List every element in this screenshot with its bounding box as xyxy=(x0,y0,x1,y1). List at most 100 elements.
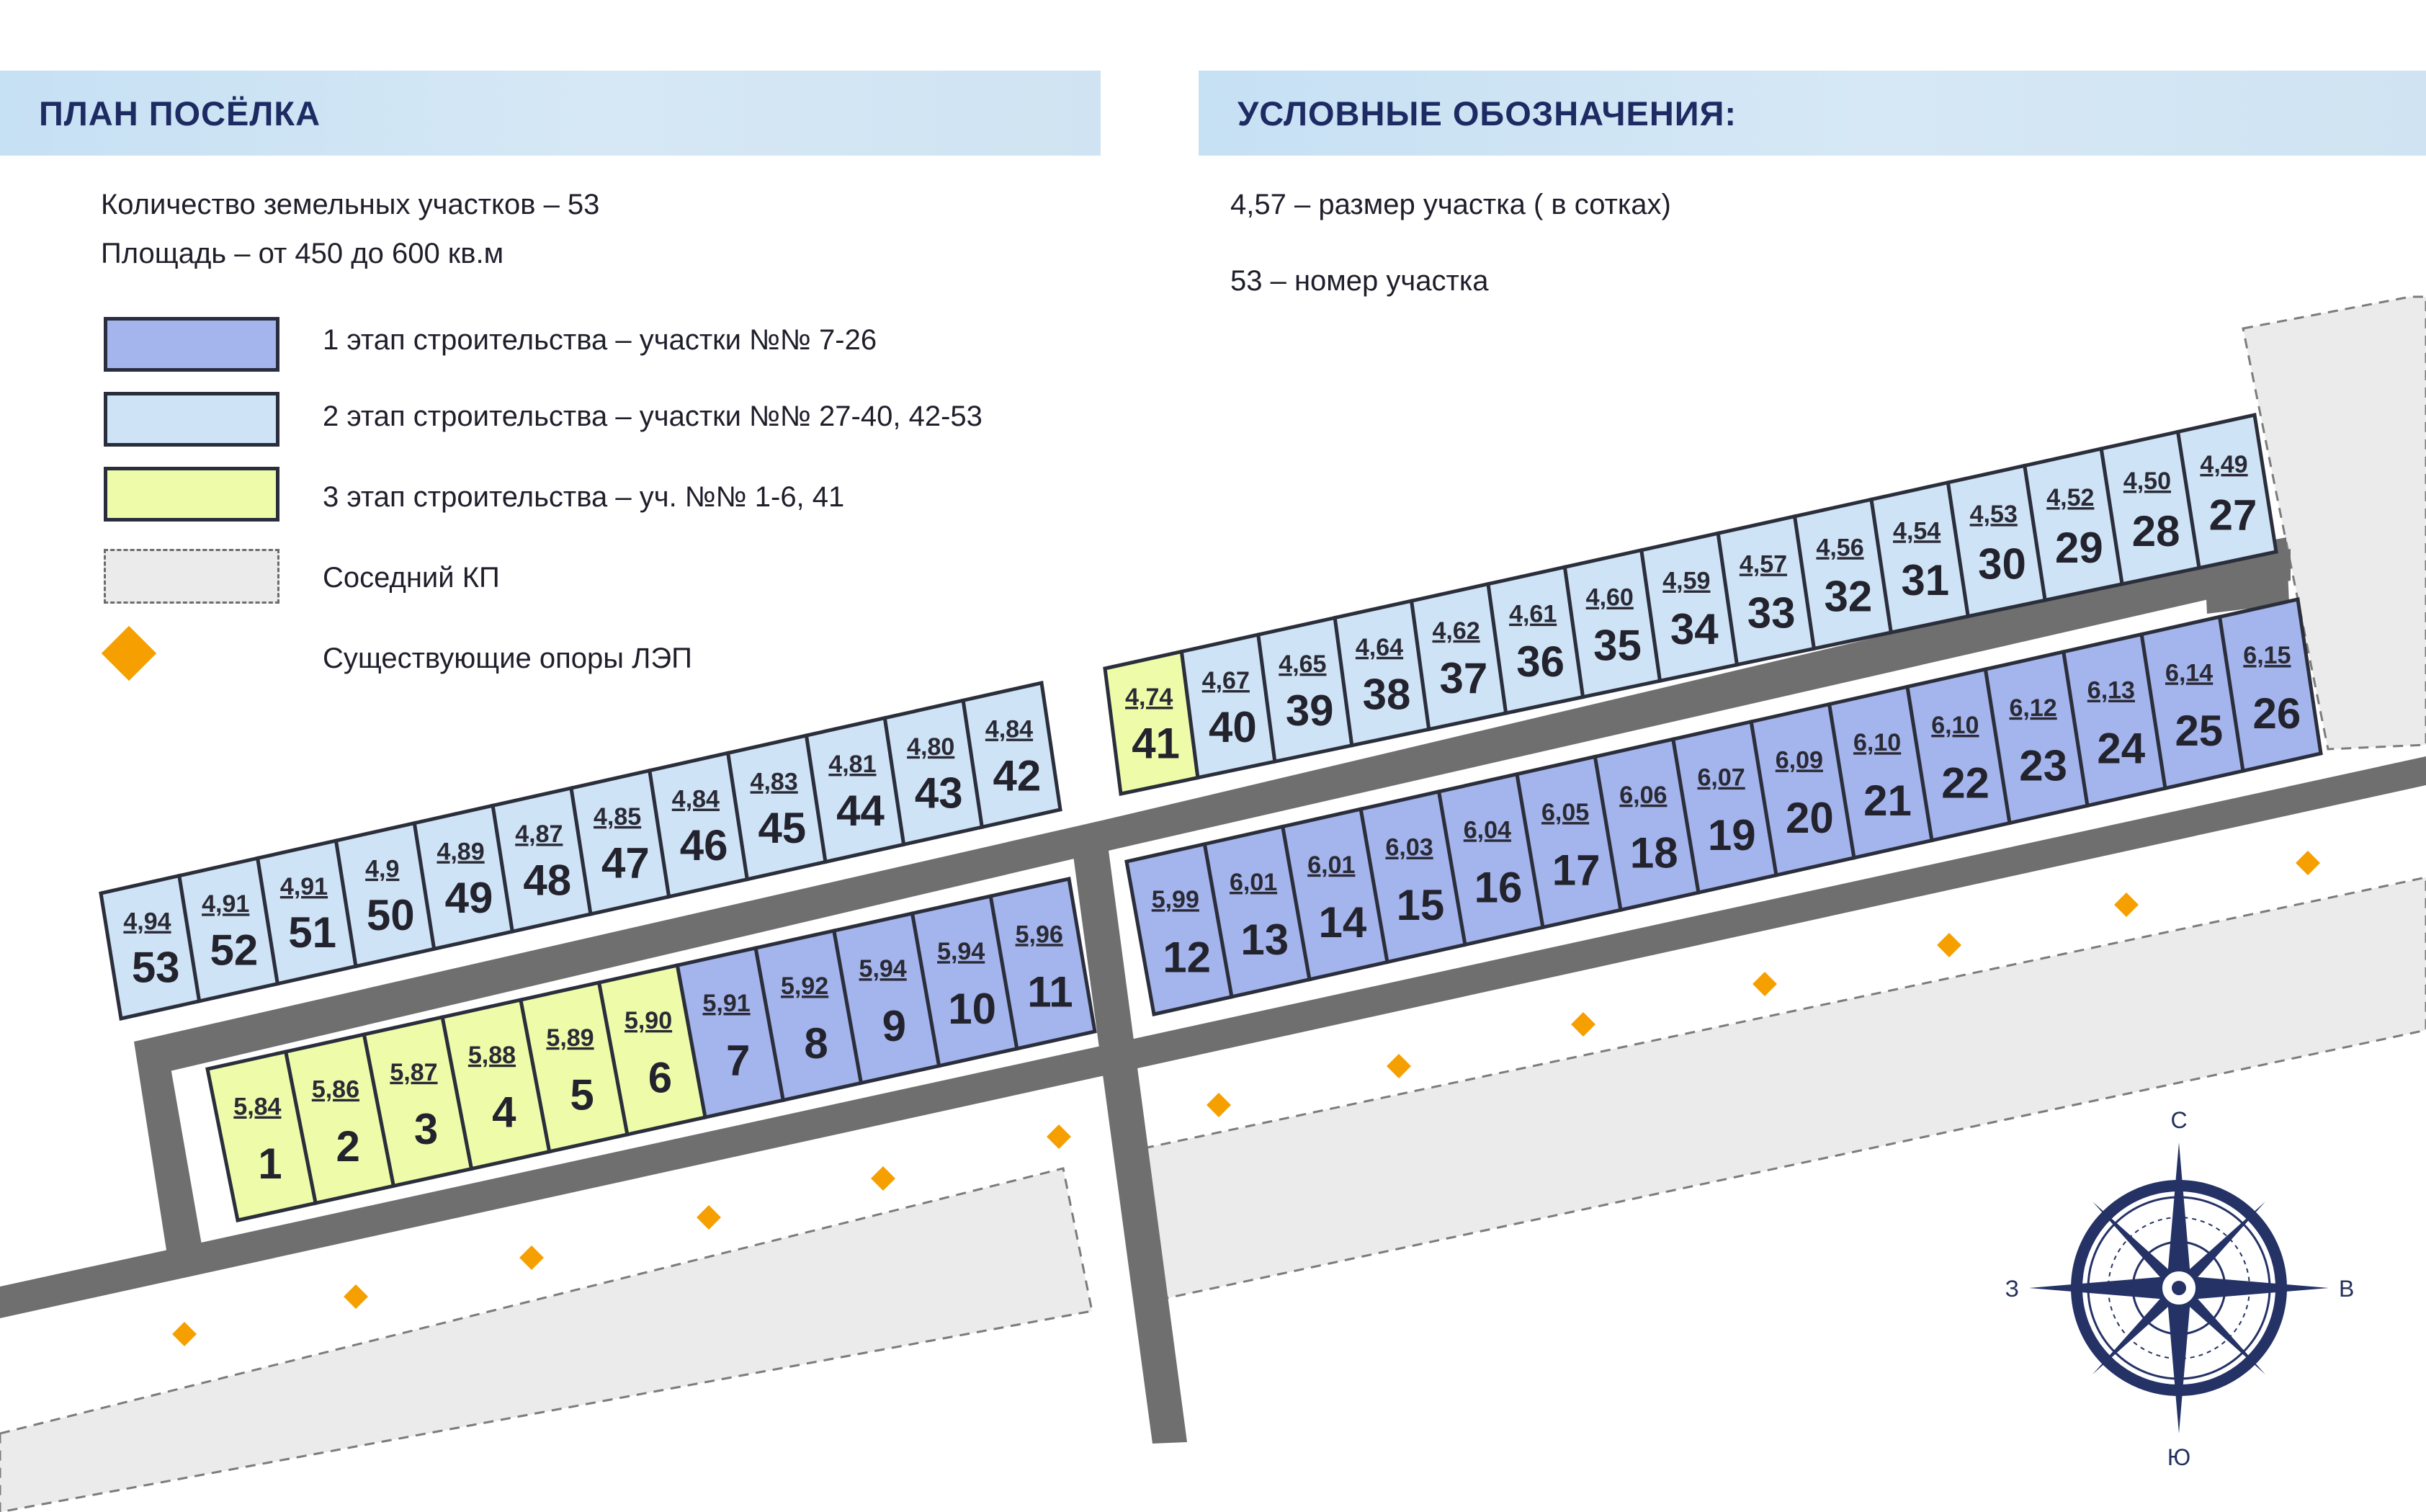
plot-shape[interactable] xyxy=(2175,412,2278,571)
plot-size-label: 6,12 xyxy=(2010,694,2057,722)
plot-number-label: 25 xyxy=(2175,707,2223,755)
plot-number-label: 51 xyxy=(288,908,336,957)
plot-size-label: 4,57 xyxy=(1740,550,1787,578)
plot-5[interactable]: 5,895 xyxy=(519,980,630,1154)
plot-size-label: 4,83 xyxy=(751,768,798,795)
neighbor-plot-left xyxy=(0,1167,1093,1512)
power-pole-icon xyxy=(1207,1093,1231,1117)
plot-size-label: 4,49 xyxy=(2200,451,2247,478)
plot-number-label: 50 xyxy=(367,891,415,939)
plot-number-label: 48 xyxy=(523,856,571,905)
plot-number-label: 1 xyxy=(258,1140,282,1188)
power-pole-icon xyxy=(871,1166,895,1191)
plot-36[interactable]: 4,61 36 xyxy=(1486,565,1585,715)
plot-shape[interactable] xyxy=(2217,596,2323,774)
compass-east-label: В xyxy=(2339,1276,2354,1302)
plot-number-label: 38 xyxy=(1363,670,1411,718)
plots-count-text: Количество земельных участков – 53 xyxy=(101,189,600,220)
plot-8[interactable]: 5,928 xyxy=(753,928,864,1103)
plot-50[interactable]: 4,950 xyxy=(334,820,437,969)
plot-size-label: 4,67 xyxy=(1202,667,1250,694)
plot-6[interactable]: 5,906 xyxy=(596,963,707,1137)
plot-shape[interactable] xyxy=(961,680,1062,830)
plot-number-label: 7 xyxy=(726,1037,750,1085)
plot-shape[interactable] xyxy=(988,876,1097,1051)
plot-19[interactable]: 6,07 19 xyxy=(1670,719,1778,895)
area-text: Площадь – от 450 до 600 кв.м xyxy=(101,238,504,269)
plot-number-label: 8 xyxy=(804,1019,828,1068)
plot-number-label: 37 xyxy=(1439,654,1487,702)
road-west-spur xyxy=(134,1039,202,1255)
compass-south-label: Ю xyxy=(2167,1444,2190,1470)
plot-size-label: 5,84 xyxy=(233,1093,281,1121)
plot-size-label: 5,86 xyxy=(312,1076,359,1104)
road-central-spur xyxy=(1070,834,1187,1444)
plot-number-label: 44 xyxy=(836,787,885,835)
plot-4[interactable]: 5,884 xyxy=(440,998,552,1171)
power-pole-icon xyxy=(519,1245,544,1270)
plot-number-label: 19 xyxy=(1708,811,1756,859)
plot-number-label: 21 xyxy=(1863,777,1912,825)
plot-2[interactable]: 5,862 xyxy=(283,1032,396,1206)
plot-number-label: 17 xyxy=(1552,846,1601,894)
plot-size-label: 4,61 xyxy=(1509,601,1557,628)
plot-1[interactable]: 5,84 1 xyxy=(205,1050,318,1222)
plot-size-label: 6,07 xyxy=(1698,764,1745,792)
plot-number-label: 22 xyxy=(1941,759,1989,808)
stage3-swatch xyxy=(104,467,279,522)
main-road-south xyxy=(0,756,2426,1318)
plot-9[interactable]: 5,949 xyxy=(831,911,941,1086)
plot-number-label: 31 xyxy=(1901,556,1949,604)
plot-size-label: 4,56 xyxy=(1816,534,1863,561)
plot-size-label: 5,94 xyxy=(937,938,985,965)
plot-number-label: 20 xyxy=(1786,794,1834,842)
compass-north-label: С xyxy=(2170,1107,2187,1133)
plot-number-label: 13 xyxy=(1240,916,1289,964)
plot-number-label: 36 xyxy=(1516,638,1565,686)
plot-size-label: 6,03 xyxy=(1385,834,1433,862)
plot-number-label: 16 xyxy=(1474,864,1523,912)
plot-number-label: 53 xyxy=(132,944,180,992)
plot-number-label: 43 xyxy=(915,769,963,818)
plot-size-label: 4,81 xyxy=(828,751,876,778)
number-note-text: 53 – номер участка xyxy=(1230,265,1489,297)
plot-size-label: 4,65 xyxy=(1279,650,1326,678)
plot-number-label: 30 xyxy=(1978,540,2026,588)
plot-size-label: 6,14 xyxy=(2165,659,2213,686)
plot-number-label: 10 xyxy=(948,985,996,1033)
power-pole-icon xyxy=(2114,893,2139,917)
power-pole-icon xyxy=(1387,1054,1411,1078)
